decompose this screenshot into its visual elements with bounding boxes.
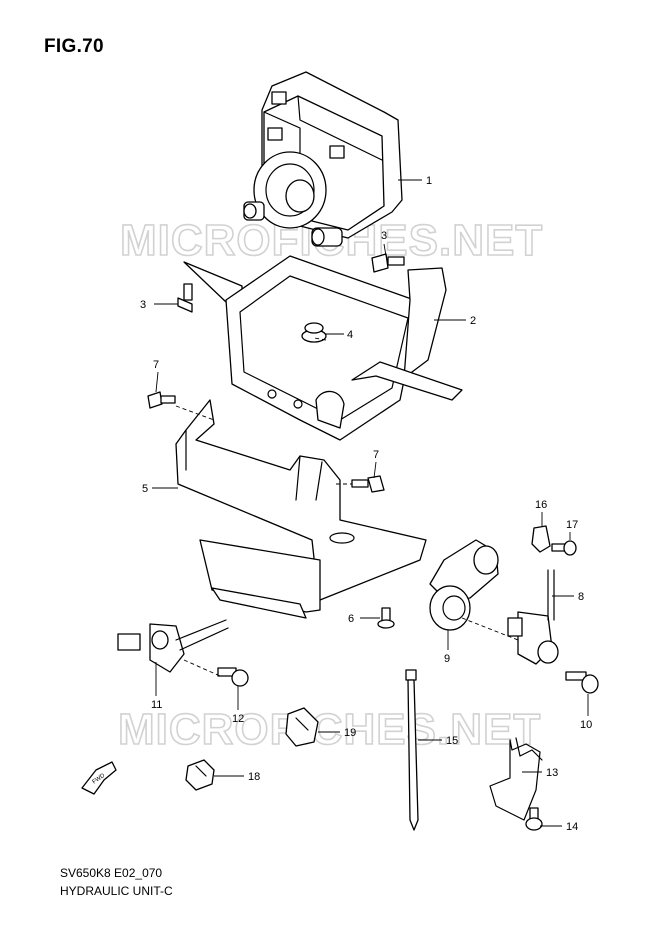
screw-17[interactable]	[551, 540, 577, 556]
callout-7-left: 7	[153, 359, 159, 371]
grommet[interactable]	[301, 322, 327, 343]
callout-17: 17	[566, 519, 578, 531]
clip-16[interactable]	[531, 525, 551, 553]
callout-10: 10	[580, 719, 592, 731]
unit-bracket[interactable]	[183, 255, 463, 441]
rear-speed-sensor[interactable]	[507, 569, 559, 665]
screw-6[interactable]	[377, 607, 395, 629]
callout-15: 15	[446, 735, 458, 747]
wire-clamp[interactable]	[489, 737, 543, 821]
callout-14: 14	[566, 821, 578, 833]
diagram-code: SV650K8 E02_070	[60, 866, 163, 880]
callout-18: 18	[248, 771, 260, 783]
cable-tie[interactable]	[405, 669, 419, 831]
callout-7-right: 7	[373, 449, 379, 461]
screw-7-left[interactable]	[147, 391, 176, 409]
sensor-bracket[interactable]	[429, 539, 499, 631]
callout-3-left: 3	[140, 299, 146, 311]
clamp-18[interactable]	[185, 759, 215, 791]
bolt-10[interactable]	[565, 671, 599, 694]
fwd-arrow-icon: FWD	[81, 761, 117, 795]
callout-8: 8	[578, 591, 584, 603]
watermark-bottom: MICROFICHES.NET	[118, 705, 541, 754]
callout-19: 19	[344, 727, 356, 739]
callout-1: 1	[426, 175, 432, 187]
callout-16: 16	[535, 499, 547, 511]
screw-7-right[interactable]	[351, 475, 385, 493]
unit-cover[interactable]	[175, 399, 427, 619]
callout-5: 5	[142, 483, 148, 495]
bolt-12[interactable]	[217, 667, 249, 687]
callout-12: 12	[232, 713, 244, 725]
callout-4: 4	[347, 329, 353, 341]
figure-title: FIG.70	[44, 36, 104, 57]
callout-9: 9	[444, 653, 450, 665]
callout-2: 2	[470, 315, 476, 327]
bolt-3-right[interactable]	[371, 253, 405, 273]
callout-3-top: 3	[381, 230, 387, 242]
callout-6: 6	[348, 613, 354, 625]
callout-11: 11	[151, 699, 162, 711]
bolt-14[interactable]	[525, 807, 543, 831]
clamp-19[interactable]	[285, 707, 319, 747]
callout-13: 13	[546, 767, 558, 779]
front-speed-sensor[interactable]	[117, 619, 229, 673]
diagram-name: HYDRAULIC UNIT-C	[60, 884, 173, 898]
bolt-3-left[interactable]	[177, 283, 193, 313]
hydraulic-unit[interactable]	[243, 71, 403, 247]
